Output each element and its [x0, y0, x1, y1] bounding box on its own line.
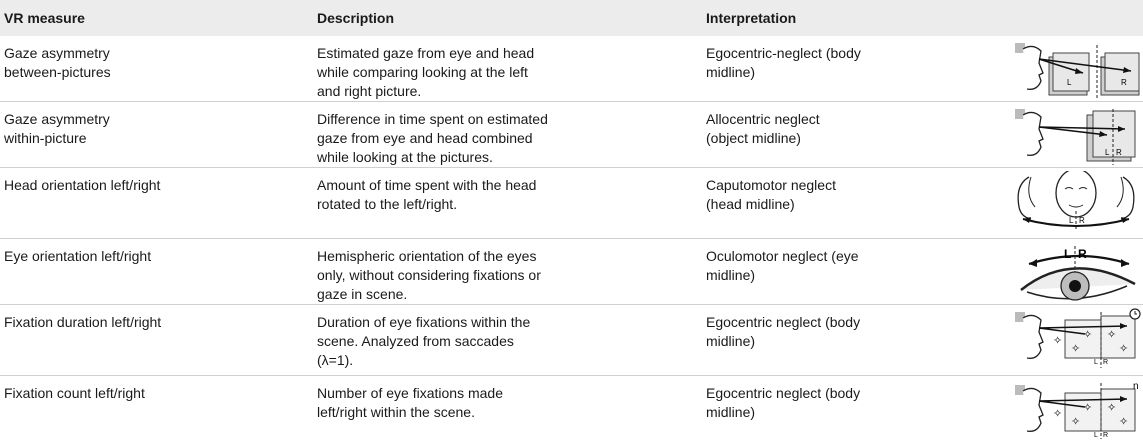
svg-text:✧: ✧ — [1107, 328, 1116, 341]
eye-orientation-icon: L R — [1020, 246, 1136, 301]
label-right: R — [1103, 359, 1108, 366]
label-left: L — [1094, 432, 1098, 439]
label-right: R — [1121, 78, 1127, 87]
header-illustration — [1009, 0, 1143, 36]
svg-text:✧: ✧ — [1071, 415, 1080, 428]
table-row: Fixation duration left/right Duration of… — [0, 305, 1143, 376]
svg-text:✧: ✧ — [1119, 415, 1128, 428]
table-row: Fixation count left/right Number of eye … — [0, 376, 1143, 448]
svg-text:✧: ✧ — [1071, 342, 1080, 355]
header-interpretation: Interpretation — [706, 10, 797, 26]
table-row: Eye orientation left/right Hemispheric o… — [0, 239, 1143, 305]
illustration-cell: L R — [1009, 36, 1143, 102]
label-left: L — [1094, 359, 1098, 366]
svg-text:✧: ✧ — [1083, 328, 1092, 341]
measure-cell: Head orientation left/right — [4, 177, 161, 193]
label-left: L — [1069, 216, 1074, 225]
illustration-cell: L R — [1009, 168, 1143, 239]
label-right: R — [1078, 247, 1087, 261]
svg-text:✧: ✧ — [1053, 407, 1062, 420]
label-right: R — [1079, 216, 1085, 225]
header-description: Description — [317, 10, 395, 26]
head-orientation-icon: L R — [1017, 171, 1135, 231]
fixation-count-icon: ✧ ✧ ✧ ✧ ✧ n L R — [1015, 381, 1139, 439]
header-vr-measure: VR measure — [4, 10, 85, 26]
gaze-between-pictures-icon: L R — [1015, 43, 1140, 99]
count-label: n — [1133, 381, 1139, 392]
gaze-within-picture-icon: L R — [1015, 109, 1136, 165]
illustration-cell: L R — [1009, 239, 1143, 305]
illustration-cell: ✧ ✧ ✧ ✧ ✧ L R — [1009, 305, 1143, 376]
label-left: L — [1064, 247, 1071, 261]
svg-text:✧: ✧ — [1119, 342, 1128, 355]
fixation-duration-icon: ✧ ✧ ✧ ✧ ✧ L R — [1015, 308, 1141, 368]
measure-cell: Fixation duration left/right — [4, 314, 162, 330]
interpretation-cell: Caputomotor neglect(head midline) — [706, 177, 836, 212]
measure-cell: Fixation count left/right — [4, 385, 145, 401]
illustration-cell: ✧ ✧ ✧ ✧ ✧ n L R — [1009, 376, 1143, 448]
label-right: R — [1103, 432, 1108, 439]
svg-text:✧: ✧ — [1107, 401, 1116, 414]
svg-text:✧: ✧ — [1053, 334, 1062, 347]
table-row: Head orientation left/right Amount of ti… — [0, 168, 1143, 239]
label-left: L — [1105, 148, 1110, 157]
measure-cell: Eye orientation left/right — [4, 248, 152, 264]
svg-text:✧: ✧ — [1083, 401, 1092, 414]
illustration-cell: L R — [1009, 102, 1143, 168]
label-left: L — [1067, 78, 1072, 87]
label-right: R — [1116, 148, 1122, 157]
interpretation-cell: Allocentric neglect(object midline) — [706, 111, 820, 146]
table-header-row: VR measure Description Interpretation — [0, 0, 1143, 36]
